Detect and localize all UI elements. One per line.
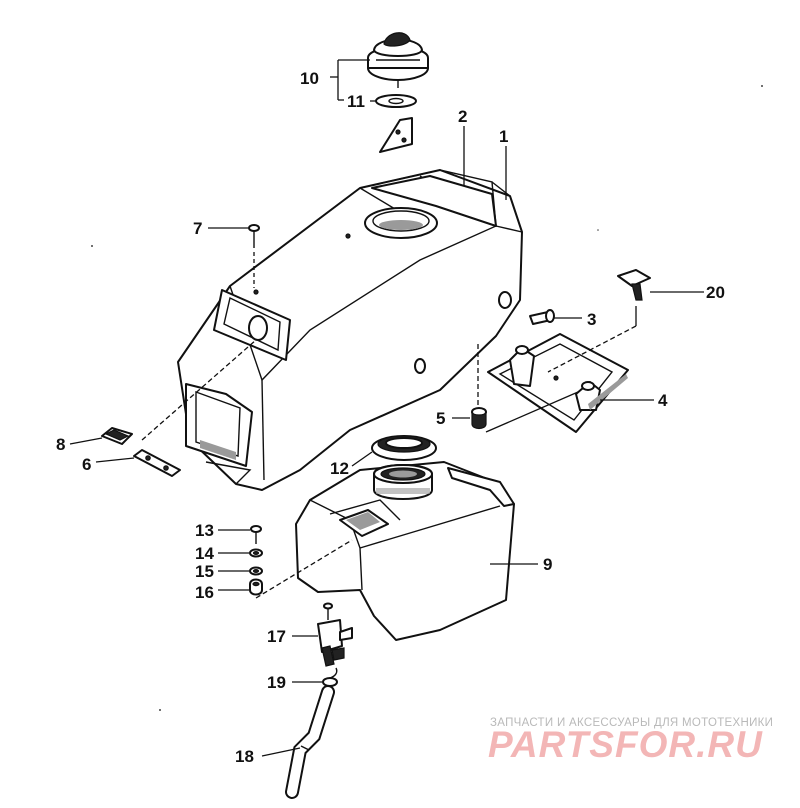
- watermark-tagline: ЗАПЧАСТИ И АКСЕССУАРЫ ДЛЯ МОТОТЕХНИКИ: [490, 717, 773, 729]
- seal-ring-part: [371, 435, 437, 461]
- cap-gasket-part: [375, 94, 417, 108]
- clip-part: [101, 427, 133, 445]
- fuel-tank-part: [295, 461, 515, 641]
- callout-16: 16: [195, 583, 214, 602]
- callout-17: 17: [267, 627, 286, 646]
- fastener-stack-part: [249, 525, 263, 596]
- grommet-part: [471, 407, 487, 430]
- fuel-hose-part: [285, 685, 335, 799]
- callout-3: 3: [587, 310, 596, 329]
- callout-labels: 1 2 3 4 5 6 7 8 9 10 11 12 13 14 15 16 1…: [56, 69, 725, 766]
- callout-5: 5: [436, 409, 445, 428]
- callout-13: 13: [195, 521, 214, 540]
- callout-10: 10: [300, 69, 319, 88]
- watermark: ЗАПЧАСТИ И АКСЕССУАРЫ ДЛЯ МОТОТЕХНИКИ PA…: [488, 717, 773, 765]
- fuel-cap-part: [367, 32, 429, 88]
- callout-4: 4: [658, 391, 668, 410]
- bolt-part: [529, 309, 555, 325]
- callout-18: 18: [235, 747, 254, 766]
- tray-part: [487, 333, 629, 433]
- callout-1: 1: [499, 127, 508, 146]
- screw-part: [248, 224, 260, 288]
- tank-cover-part: [177, 169, 523, 491]
- callout-2: 2: [458, 107, 467, 126]
- callout-6: 6: [82, 455, 91, 474]
- key-part: [617, 269, 651, 301]
- callout-8: 8: [56, 435, 65, 454]
- callout-20: 20: [706, 283, 725, 302]
- callout-19: 19: [267, 673, 286, 692]
- top-plate-part: [371, 175, 497, 227]
- callout-11: 11: [347, 92, 365, 111]
- callout-9: 9: [543, 555, 552, 574]
- watermark-logo: PARTSFOR.RU: [488, 724, 763, 765]
- leader-lines: [69, 59, 704, 757]
- callout-12: 12: [330, 459, 349, 478]
- cap-retainer-part: [379, 117, 413, 153]
- bracket-part: [133, 449, 181, 477]
- callout-15: 15: [195, 562, 214, 581]
- callout-14: 14: [195, 544, 214, 563]
- callout-7: 7: [193, 219, 202, 238]
- hose-clamp-part: [322, 667, 338, 687]
- fuel-cock-part: [317, 602, 353, 667]
- scan-specks: [91, 85, 763, 711]
